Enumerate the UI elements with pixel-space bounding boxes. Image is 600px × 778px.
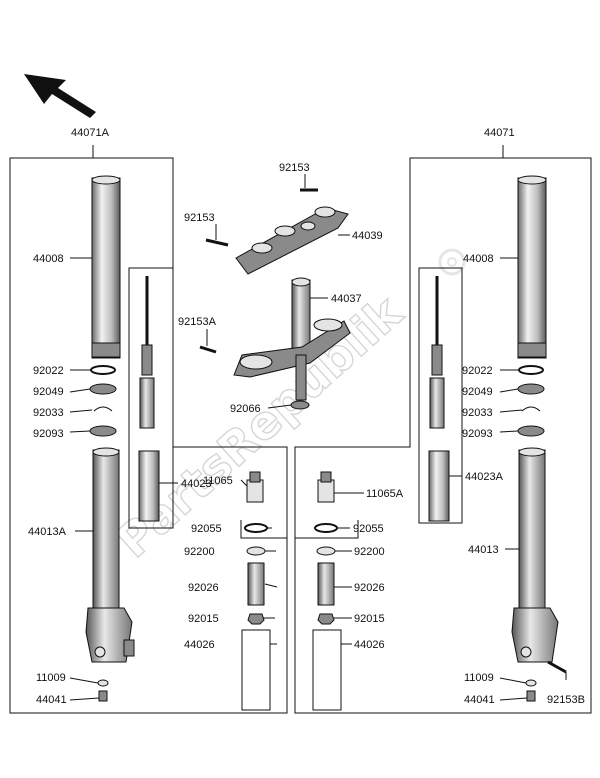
part-label: 92153B [547,694,585,706]
right-fork-parts [428,175,567,702]
part-label: 44008 [463,253,494,265]
part-label: 92066 [230,403,261,415]
part-label: 44023 [181,478,212,490]
part-label: 92055 [353,523,384,535]
right-cartridge-parts [312,471,342,711]
part-label: 44026 [184,639,215,651]
part-label: 92033 [462,407,493,419]
part-label: 92022 [462,365,493,377]
part-label: 44023A [465,471,504,483]
part-label: 44013 [468,544,499,556]
part-label: 92049 [33,386,64,398]
part-label: 92026 [188,582,219,594]
upper-triple-clamp [205,188,349,275]
part-label: 92093 [33,428,64,440]
part-label: 44013A [28,526,67,538]
part-label: 92049 [462,386,493,398]
part-label: 92055 [191,523,222,535]
part-label: 92015 [354,613,385,625]
part-label: 92033 [33,407,64,419]
part-label: 11065A [366,488,404,500]
part-label: 92153 [279,162,310,174]
left-fork-parts [85,175,160,702]
assembly-label-left: 44071A [71,127,110,139]
part-label: 92153 [184,212,215,224]
left-oring-bracket [240,520,287,539]
lower-triple-clamp [199,277,351,410]
part-label: 44039 [352,230,383,242]
part-label: 92153A [178,316,217,328]
part-label: 92200 [354,546,385,558]
part-label: 92093 [462,428,493,440]
part-label: 44041 [464,694,495,706]
direction-arrow-icon [24,74,96,118]
part-label: 44041 [36,694,67,706]
part-label: 11009 [36,672,66,684]
part-label: 11009 [464,672,494,684]
part-label: 92026 [354,582,385,594]
right-assembly-outline [294,145,592,714]
assembly-label-right: 44071 [484,127,515,139]
part-label: 44026 [354,639,385,651]
part-label: 11065 [203,475,233,487]
part-label: 92200 [184,546,215,558]
left-assembly-outline [9,145,288,714]
left-damper-box [128,267,174,529]
left-cartridge-parts [241,471,271,711]
right-oring-bracket [295,520,359,539]
part-label: 92015 [188,613,219,625]
right-damper-box [418,267,463,524]
part-label: 44037 [331,293,362,305]
part-label: 44008 [33,253,64,265]
gear-watermark-icon [438,248,466,276]
leader-lines [69,174,567,701]
part-label: 92022 [33,365,64,377]
